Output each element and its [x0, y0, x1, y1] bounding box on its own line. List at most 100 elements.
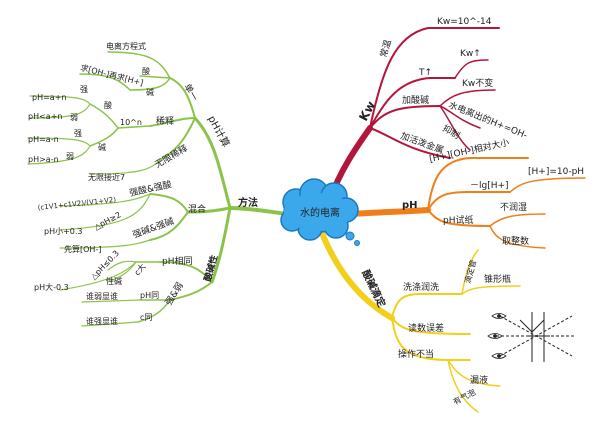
dilution-weak2: 弱	[66, 152, 74, 161]
infinite-note-line	[89, 159, 161, 175]
titration-line-bubble	[447, 359, 479, 413]
base-weak-line	[27, 145, 91, 165]
dilution-weak1: 弱	[70, 113, 78, 122]
titration-line-leak	[447, 359, 501, 387]
mixing-line	[186, 206, 232, 214]
ph-calc-line	[193, 116, 232, 210]
kw-normal-temp-value: Kw=10^-14	[437, 17, 492, 27]
dilution-base-weak: pH>a-n	[28, 155, 59, 164]
kw-line-temp	[369, 77, 456, 129]
kw-line-inhibit	[439, 105, 471, 151]
titration-branch	[317, 225, 521, 413]
mixing-ss-formula: (c1V1+c1V2)/(V1+V2)	[37, 196, 116, 212]
kw-line-normal	[369, 27, 500, 129]
methods-branch	[27, 51, 290, 327]
single-acid-label: 酸	[142, 66, 150, 76]
ph-integer: 取整数	[502, 235, 529, 247]
kw-line-unchanged	[439, 89, 496, 107]
ss-formula-line	[59, 193, 151, 207]
reading-error-diagram	[496, 312, 574, 362]
single-base-label: 碱	[146, 88, 154, 97]
titration-burette: 滴定管	[462, 259, 478, 285]
dilution-acid-weak: pH<a+n	[28, 112, 62, 121]
titration-flask: 锥形瓶	[484, 273, 511, 285]
methods-title: 方法	[238, 196, 258, 209]
titration-title: 酸碱滴定	[359, 268, 388, 310]
factor-line	[117, 125, 151, 129]
mixing-label: 混合	[188, 203, 206, 215]
ph-title: pH	[402, 200, 418, 211]
same-ph-large: pH大-0.3	[34, 282, 69, 292]
ss-line	[149, 193, 189, 213]
ph-calc-title: pH计算	[205, 113, 232, 149]
base-method-line	[79, 73, 131, 91]
delta-line	[107, 260, 137, 271]
infinite-label: 无限稀释	[153, 142, 190, 170]
sw-line	[169, 281, 213, 301]
kw-unchanged: Kw不变	[462, 77, 493, 89]
ph-derived: [H+]=10-pH	[528, 167, 584, 177]
dilution-strong2: 强	[74, 129, 82, 138]
large-line	[59, 261, 137, 291]
mixing-first-oh: 先算[OH-]	[64, 244, 101, 254]
acid-strong-line	[29, 95, 91, 105]
c-same-line	[137, 299, 171, 323]
base-line	[129, 77, 171, 91]
ph-line-not-wet	[489, 213, 546, 227]
dilution-base-strong: pH=a-n	[28, 135, 59, 144]
sw-dilute2: 谁强显谁	[86, 316, 118, 326]
mixing-sb-label: 强碱&强碱	[131, 216, 175, 241]
kw-normal-temp-label: 常温	[377, 38, 394, 59]
base-strong-line	[27, 137, 91, 147]
ph-line-derived	[509, 177, 586, 193]
titration-line-washing	[391, 293, 463, 319]
sw-c-same: c同	[140, 313, 152, 322]
ph-line-integer	[489, 225, 546, 249]
titration-leak: 漏液	[470, 374, 488, 386]
ph-formula: －lg[H+]	[470, 181, 509, 191]
kw-line-water	[439, 105, 481, 129]
ph-paper: pH试纸	[443, 214, 473, 226]
titration-reading: 读数误差	[408, 322, 444, 334]
small-line	[59, 193, 151, 231]
dilution-label: 稀释	[156, 115, 174, 127]
nature-line	[107, 261, 137, 283]
dilute1-line	[81, 299, 141, 303]
first-oh-line	[59, 239, 151, 249]
sw-label: 强&弱	[163, 281, 186, 308]
kw-temp-label: T↑	[418, 68, 432, 78]
ionization-line	[107, 51, 171, 79]
titration-operation: 操作不当	[398, 348, 434, 360]
dilution-acid-label: 酸	[104, 100, 112, 110]
dilution-factor: 10^n	[120, 118, 142, 127]
ph-line-paper	[427, 209, 491, 227]
sw-dilute1: 谁弱显谁	[86, 291, 118, 301]
kw-line-metal	[369, 127, 451, 159]
center-title: 水的电离	[300, 206, 340, 219]
single-label: 单一	[181, 82, 200, 104]
same-ph-label: pH相同	[162, 255, 192, 267]
titration-washing: 洗涤润洗	[403, 281, 439, 293]
infinite-line	[159, 117, 196, 161]
infinite-note: 无限接近7	[88, 172, 125, 182]
kw-temp-value: Kw↑	[460, 49, 481, 59]
eye-icon-middle	[487, 333, 503, 339]
kw-acid-label: 加酸碱	[402, 95, 429, 106]
dilute2-line	[81, 321, 139, 327]
sb-line	[149, 211, 189, 241]
ph-not-wet: 不润湿	[500, 201, 527, 213]
eye-icon-top	[491, 313, 507, 319]
titration-line-reading	[391, 317, 471, 335]
dilution-acid-strong: pH=a+n	[32, 93, 66, 102]
ph-line-formula	[427, 191, 511, 211]
dil-base-line	[89, 127, 119, 147]
acid-line	[139, 75, 171, 79]
titration-line-burette	[461, 249, 479, 295]
titration-main-line	[317, 225, 395, 321]
acidity-line	[210, 206, 232, 284]
center-cloud[interactable]: 水的电离	[280, 178, 360, 246]
same-ph-line	[159, 261, 213, 283]
ionization-label: 电离方程式	[106, 41, 146, 51]
same-ph-nature: 性碱	[106, 276, 122, 286]
dilution-strong1: 强	[80, 85, 88, 94]
